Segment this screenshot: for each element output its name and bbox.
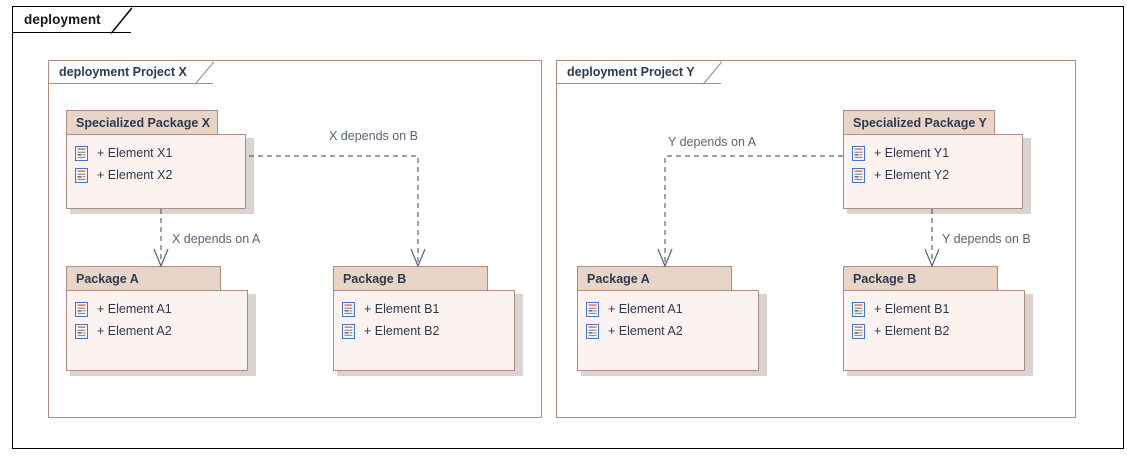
element-row[interactable]: + Element A2	[67, 320, 247, 342]
artifact-icon	[75, 167, 88, 183]
element-row[interactable]: + Element B1	[844, 298, 1024, 320]
package-b-x[interactable]: Package B + Element B1	[333, 266, 523, 376]
element-label: + Element B1	[874, 302, 950, 316]
artifact-icon	[75, 301, 88, 317]
element-label: + Element B2	[364, 324, 440, 338]
element-row[interactable]: + Element A1	[67, 298, 247, 320]
tab-notch-icon	[193, 61, 215, 85]
package-body: + Element B1 + Element B2	[843, 290, 1025, 371]
element-row[interactable]: + Element B1	[334, 298, 514, 320]
outer-frame-tab: deployment	[12, 6, 133, 34]
tab-notch-icon	[701, 61, 723, 85]
element-label: + Element B2	[874, 324, 950, 338]
artifact-icon	[586, 301, 599, 317]
package-body: + Element A1 + Element A2	[66, 290, 248, 371]
dependency-label-y-b: Y depends on B	[942, 232, 1031, 246]
element-row[interactable]: + Element X2	[67, 164, 245, 186]
element-label: + Element A2	[97, 324, 172, 338]
element-label: + Element B1	[364, 302, 440, 316]
element-label: + Element A2	[608, 324, 683, 338]
package-header[interactable]: Package B	[333, 266, 488, 291]
element-label: + Element Y2	[874, 168, 950, 182]
package-a-x[interactable]: Package A + Element A1	[66, 266, 256, 376]
artifact-icon	[852, 145, 865, 161]
package-name: Specialized Package X	[76, 115, 211, 130]
artifact-icon	[586, 323, 599, 339]
package-name: Package B	[853, 271, 917, 286]
package-b-y[interactable]: Package B + Element B1	[843, 266, 1033, 376]
package-header[interactable]: Specialized Package Y	[843, 110, 995, 135]
package-specialized-x[interactable]: Specialized Package X + Element X1	[66, 110, 254, 214]
package-name: Package B	[343, 271, 407, 286]
package-header[interactable]: Package B	[843, 266, 998, 291]
package-specialized-y[interactable]: Specialized Package Y + Element Y1	[843, 110, 1031, 214]
element-label: + Element X2	[97, 168, 173, 182]
artifact-icon	[852, 167, 865, 183]
artifact-icon	[342, 301, 355, 317]
package-body: + Element A1 + Element A2	[577, 290, 759, 371]
element-row[interactable]: + Element Y1	[844, 142, 1022, 164]
package-header[interactable]: Package A	[577, 266, 732, 291]
package-name: Specialized Package Y	[853, 115, 987, 130]
element-row[interactable]: + Element X1	[67, 142, 245, 164]
package-body: + Element X1 + Element X2	[66, 134, 246, 209]
project-x-frame-label: deployment Project X	[59, 65, 187, 79]
package-body: + Element B1 + Element B2	[333, 290, 515, 371]
dependency-label-x-a: X depends on A	[172, 232, 261, 246]
outer-deployment-frame	[12, 6, 1124, 449]
dependency-label-x-b: X depends on B	[329, 129, 418, 143]
element-row[interactable]: + Element B2	[844, 320, 1024, 342]
project-y-frame-label: deployment Project Y	[567, 65, 695, 79]
element-label: + Element A1	[608, 302, 683, 316]
project-y-frame-tab: deployment Project Y	[556, 60, 723, 85]
element-row[interactable]: + Element Y2	[844, 164, 1022, 186]
element-row[interactable]: + Element A1	[578, 298, 758, 320]
package-header[interactable]: Specialized Package X	[66, 110, 218, 135]
package-a-y[interactable]: Package A + Element A1	[577, 266, 767, 376]
element-row[interactable]: + Element B2	[334, 320, 514, 342]
artifact-icon	[852, 323, 865, 339]
package-name: Package A	[587, 271, 650, 286]
artifact-icon	[75, 145, 88, 161]
package-body: + Element Y1 + Element Y2	[843, 134, 1023, 209]
package-header[interactable]: Package A	[66, 266, 221, 291]
artifact-icon	[342, 323, 355, 339]
element-row[interactable]: + Element A2	[578, 320, 758, 342]
element-label: + Element A1	[97, 302, 172, 316]
element-label: + Element X1	[97, 146, 173, 160]
artifact-icon	[852, 301, 865, 317]
outer-frame-label: deployment	[24, 12, 101, 27]
package-name: Package A	[76, 271, 139, 286]
project-x-frame-tab: deployment Project X	[48, 60, 215, 85]
tab-notch-icon	[109, 7, 133, 34]
project-y-frame	[556, 60, 1076, 418]
artifact-icon	[75, 323, 88, 339]
element-label: + Element Y1	[874, 146, 950, 160]
dependency-label-y-a: Y depends on A	[668, 135, 757, 149]
project-x-frame	[48, 60, 542, 418]
